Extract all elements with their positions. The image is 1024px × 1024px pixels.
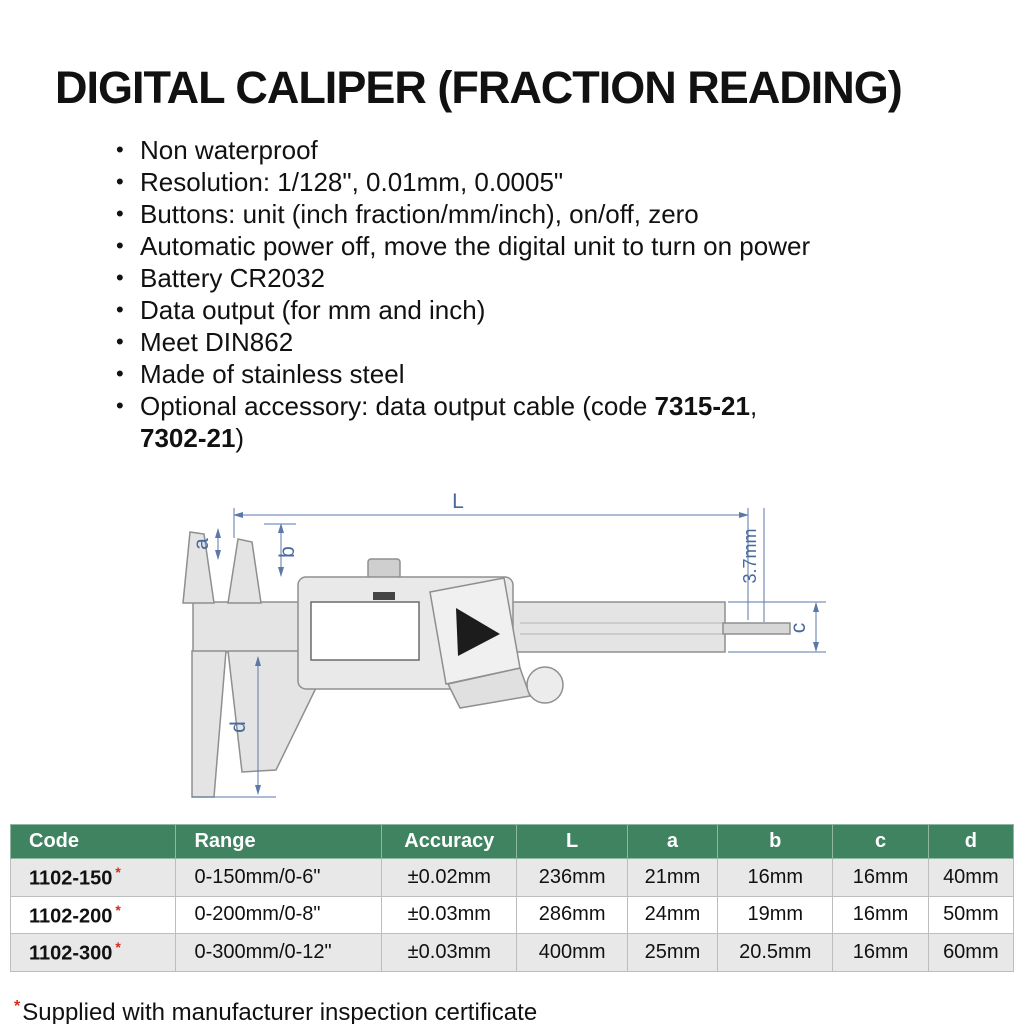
cell-a: 21mm	[626, 858, 719, 897]
col-header-b: b	[717, 824, 834, 859]
feature-item: Data output (for mm and inch)	[116, 294, 1020, 326]
cell-c: 16mm	[832, 933, 929, 972]
certificate-asterisk: *	[115, 864, 121, 880]
feature-item: Battery CR2032	[116, 262, 1020, 294]
feature-text: Automatic power off, move the digital un…	[140, 231, 811, 261]
product-code: 1102-300	[29, 942, 113, 965]
cell-b: 19mm	[717, 895, 834, 935]
dim-label-d: d	[227, 721, 250, 733]
feature-list: Non waterproof Resolution: 1/128", 0.01m…	[116, 134, 1020, 454]
spec-table: Code Range Accuracy L a b c d 1102-150* …	[9, 824, 1015, 972]
dim-label-c: c	[787, 623, 810, 634]
dim-label-a: a	[190, 538, 213, 550]
table-row: 1102-200* 0-200mm/0-8" ±0.03mm 286mm 24m…	[9, 895, 1015, 935]
page-title: DIGITAL CALIPER (FRACTION READING)	[55, 62, 903, 113]
footnote-text: Supplied with manufacturer inspection ce…	[22, 998, 538, 1024]
cell-accuracy: ±0.03mm	[381, 933, 518, 972]
feature-text: Made of stainless steel	[140, 359, 405, 389]
cell-b: 20.5mm	[717, 933, 834, 972]
cell-accuracy: ±0.02mm	[381, 858, 518, 897]
col-header-L: L	[516, 824, 628, 859]
power-button	[367, 558, 401, 580]
feature-item: Buttons: unit (inch fraction/mm/inch), o…	[116, 198, 1020, 230]
col-header-a: a	[626, 824, 719, 859]
feature-item: Resolution: 1/128", 0.01mm, 0.0005"	[116, 166, 1020, 198]
cell-range: 0-150mm/0-6"	[175, 858, 383, 897]
dim-label-depth-3-7mm: 3.7mm	[740, 528, 760, 583]
feature-text: Optional accessory: data output cable (c…	[140, 391, 655, 421]
feature-text: ,	[749, 391, 758, 421]
feature-text: Data output (for mm and inch)	[140, 295, 486, 325]
table-row: 1102-150* 0-150mm/0-6" ±0.02mm 236mm 21m…	[9, 858, 1015, 897]
product-code: 1102-200	[29, 905, 113, 928]
cell-c: 16mm	[832, 895, 929, 935]
cell-b: 16mm	[717, 858, 834, 897]
cell-c: 16mm	[832, 858, 929, 897]
col-header-code: Code	[9, 824, 177, 859]
depth-rod	[722, 622, 791, 635]
feature-text: Meet DIN862	[140, 327, 294, 357]
cell-code: 1102-150*	[9, 858, 177, 897]
accessory-code-1: 7315-21	[654, 391, 750, 421]
feature-item: Automatic power off, move the digital un…	[116, 230, 1020, 262]
cell-L: 286mm	[516, 895, 628, 935]
cell-range: 0-300mm/0-12"	[175, 933, 383, 972]
col-header-d: d	[927, 824, 1015, 859]
lcd-screen	[310, 601, 420, 661]
cell-L: 236mm	[516, 858, 628, 897]
feature-item: Made of stainless steel	[116, 358, 1020, 390]
upper-moving-jaw	[227, 538, 262, 604]
feature-text: Resolution: 1/128", 0.01mm, 0.0005"	[140, 167, 564, 197]
dim-label-L: L	[452, 490, 464, 513]
cell-d: 40mm	[927, 858, 1015, 897]
panel-triangle-icon	[456, 608, 500, 656]
feature-text: )	[235, 423, 245, 453]
col-header-accuracy: Accuracy	[381, 824, 518, 859]
accessory-code-2: 7302-21	[140, 423, 236, 453]
feature-item: Non waterproof	[116, 134, 1020, 166]
cell-a: 24mm	[626, 895, 719, 935]
lower-fixed-jaw	[191, 650, 227, 798]
col-header-c: c	[832, 824, 929, 859]
certificate-asterisk: *	[115, 939, 121, 956]
certificate-asterisk: *	[115, 901, 121, 918]
cell-d: 50mm	[927, 895, 1015, 935]
feature-text: Battery CR2032	[140, 263, 325, 293]
dim-label-b: b	[276, 546, 299, 558]
thumb-roller	[526, 666, 564, 704]
cell-L: 400mm	[516, 933, 628, 972]
cell-d: 60mm	[927, 933, 1015, 972]
cell-a: 25mm	[626, 933, 719, 972]
cell-range: 0-200mm/0-8"	[175, 895, 383, 935]
product-code: 1102-150	[29, 867, 113, 890]
feature-item-optional-accessory: Optional accessory: data output cable (c…	[116, 390, 1020, 454]
feature-text: Buttons: unit (inch fraction/mm/inch), o…	[140, 199, 699, 229]
lcd-indicator	[373, 592, 395, 600]
table-row: 1102-300* 0-300mm/0-12" ±0.03mm 400mm 25…	[9, 933, 1015, 972]
cell-code: 1102-200*	[9, 895, 177, 935]
cell-code: 1102-300*	[9, 933, 177, 972]
col-header-range: Range	[175, 824, 383, 859]
table-header-row: Code Range Accuracy L a b c d	[9, 824, 1015, 859]
cell-accuracy: ±0.03mm	[381, 895, 518, 935]
footnote: *Supplied with manufacturer inspection c…	[14, 998, 1024, 1024]
footnote-asterisk: *	[14, 997, 21, 1015]
feature-text: Non waterproof	[140, 135, 318, 165]
feature-item: Meet DIN862	[116, 326, 1020, 358]
upper-fixed-jaw	[182, 531, 215, 604]
caliper-technical-diagram: L a b c d 3.7mm	[168, 482, 858, 818]
caliper-drawing: L a b c d 3.7mm	[182, 490, 826, 798]
